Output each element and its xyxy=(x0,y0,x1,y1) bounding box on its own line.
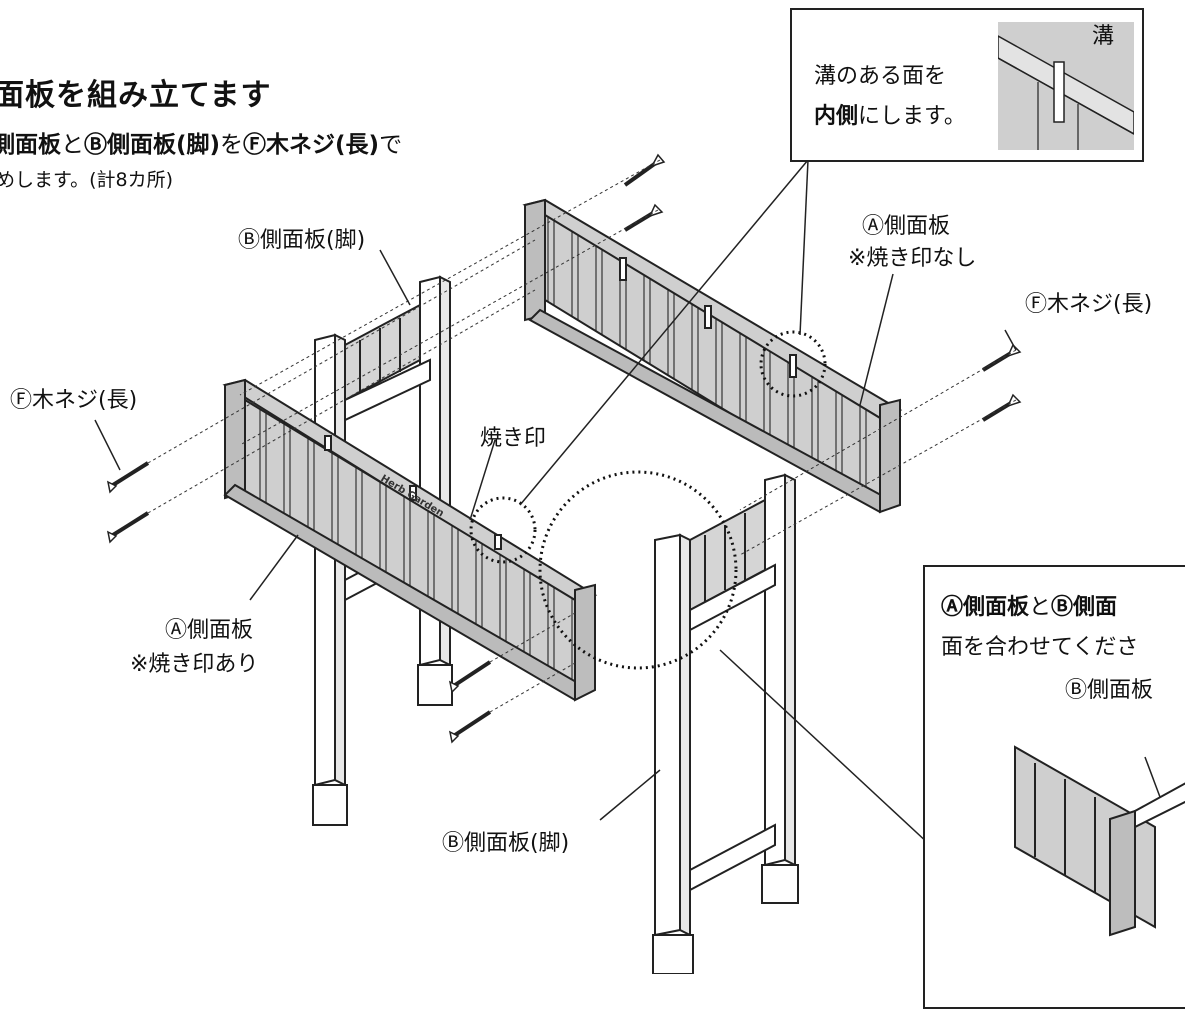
screw-icon xyxy=(106,511,150,544)
inside-bold-text: 内側 xyxy=(814,104,859,129)
label-a-panel-right: Ⓐ側面板 xyxy=(862,214,951,239)
label-f-screw-right: Ⓕ木ネジ(長) xyxy=(1025,292,1153,317)
callout-part-a: Ⓐ側面板 xyxy=(941,595,1030,620)
joiner-text: を xyxy=(220,132,244,158)
callout-alignment-box: Ⓐ側面板とⒷ側面 面を合わせてくださ Ⓑ側面板 xyxy=(923,565,1185,1009)
step-instruction-line2: めします。(計8カ所) xyxy=(0,169,174,191)
label-brand-mark: 焼き印 xyxy=(480,426,547,451)
joiner-text: と xyxy=(61,132,84,158)
screw-icon xyxy=(623,153,666,187)
groove-detail-illustration xyxy=(998,22,1134,150)
a-panel-right xyxy=(522,198,903,514)
screw-icon xyxy=(981,393,1022,422)
screw-icon xyxy=(106,461,150,494)
assembly-illustration: Herb Garden xyxy=(94,153,1022,974)
part-b-name: Ⓑ側面板(脚) xyxy=(84,132,221,158)
joiner-text: で xyxy=(379,132,403,158)
alignment-detail-illustration xyxy=(1014,745,1185,937)
guide-lines xyxy=(147,159,1017,713)
part-a-name: 側面板 xyxy=(0,132,61,158)
part-f-name: Ⓕ木ネジ(長) xyxy=(243,132,380,158)
callout-groove-line2: 内側にします。 xyxy=(814,98,966,130)
screw-icon xyxy=(623,203,664,232)
groove-label: 溝 xyxy=(1092,24,1115,49)
callout-groove-line1: 溝のある面を xyxy=(814,64,947,89)
screw-icon xyxy=(448,710,492,744)
label-b-leg-bottom: Ⓑ側面板(脚) xyxy=(442,831,570,856)
a-panel-left xyxy=(222,378,598,702)
label-b-leg-top: Ⓑ側面板(脚) xyxy=(238,228,366,253)
b-leg-right xyxy=(652,473,799,974)
label-f-screw-left: Ⓕ木ネジ(長) xyxy=(10,388,138,413)
label-a-panel-left: Ⓐ側面板 xyxy=(165,618,254,643)
callout-joiner: と xyxy=(1029,595,1052,620)
callout-part-b: Ⓑ側面 xyxy=(1051,595,1118,620)
step-heading: 面板を組み立てます xyxy=(0,78,272,113)
label-a-panel-right-note: ※焼き印なし xyxy=(848,246,977,271)
callout-b-panel-label: Ⓑ側面板 xyxy=(1065,678,1154,703)
leader-lines xyxy=(94,159,1017,846)
callout-align-line2: 面を合わせてくださ xyxy=(941,635,1139,660)
label-a-panel-left-note: ※焼き印あり xyxy=(130,652,259,677)
callout-groove-box: 溝のある面を 内側にします。 溝 xyxy=(790,8,1144,162)
screw-icon xyxy=(448,660,492,694)
step-instruction-line1: 側面板とⒷ側面板(脚)をⒻ木ネジ(長)で xyxy=(0,125,402,159)
callout-groove-rest: にします。 xyxy=(858,104,966,129)
callout-align-line1: Ⓐ側面板とⒷ側面 xyxy=(941,589,1117,621)
detail-circles xyxy=(469,330,827,670)
